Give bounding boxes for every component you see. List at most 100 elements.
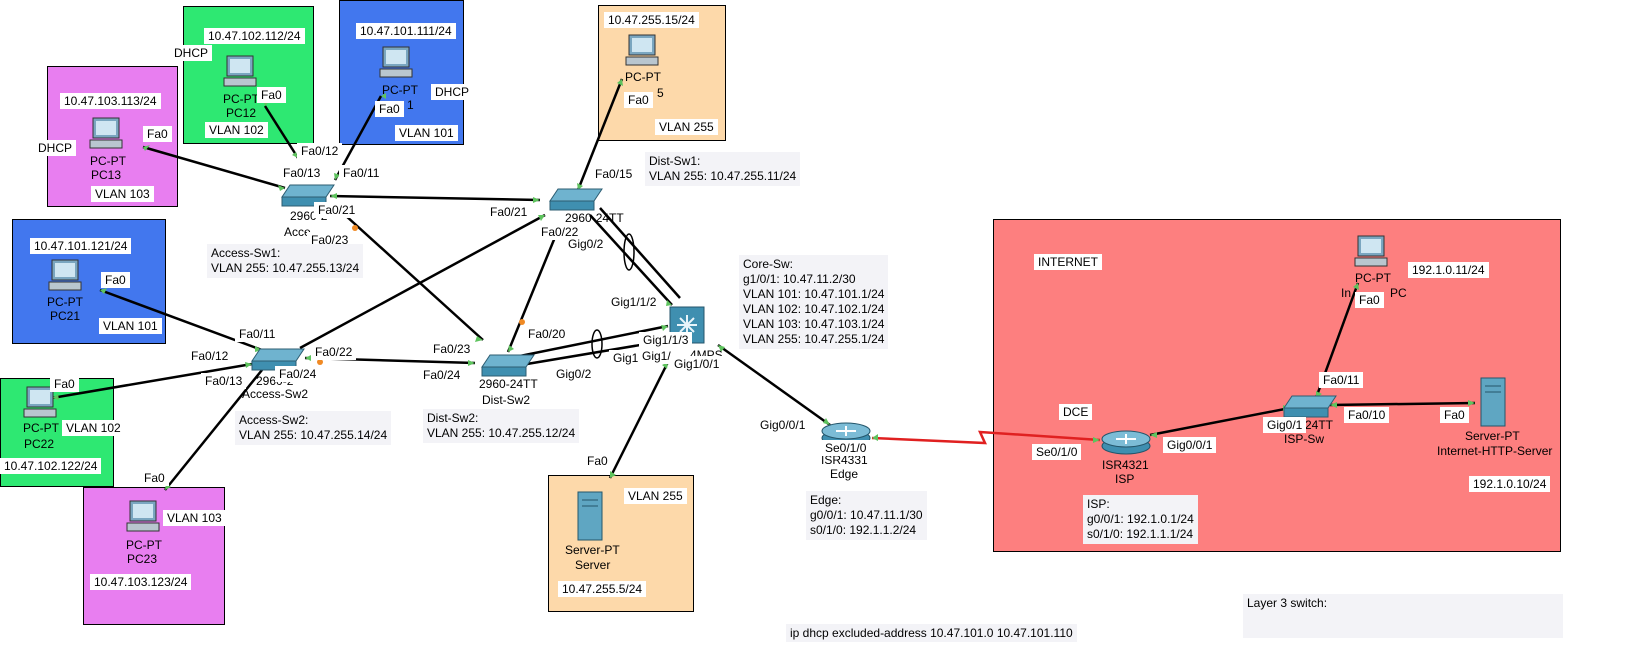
isp-sw-icon[interactable] (1282, 394, 1338, 420)
link-pc23-asw2[interactable] (164, 369, 263, 491)
note-edge-line: s0/1/0: 192.1.1.2/24 (810, 523, 917, 537)
note-core-sw-line: VLAN 101: 10.47.101.1/24 (743, 287, 885, 301)
pc13-icon[interactable] (88, 117, 124, 151)
note-access-sw1: Access-Sw1: VLAN 255: 10.47.255.13/24 (207, 244, 364, 278)
isp-router-icon[interactable] (1100, 428, 1152, 456)
pc11-name: 1 (407, 98, 414, 112)
link-pc22-asw2[interactable] (51, 362, 253, 400)
note-core-sw-line: g1/0/1: 10.47.11.2/30 (743, 272, 856, 286)
link-isp-ispsw[interactable] (1149, 406, 1291, 437)
pc21-vlan: VLAN 101 (99, 318, 162, 334)
note-edge-title: Edge: (810, 493, 842, 507)
note-dist-sw1-line: VLAN 255: 10.47.255.11/24 (649, 169, 797, 183)
note-access-sw2: Access-Sw2: VLAN 255: 10.47.255.14/24 (235, 411, 392, 445)
port-asw1-fa021: Fa0/21 (314, 202, 360, 218)
link-asw1-dsw1[interactable] (329, 194, 541, 202)
pc13-ip: 10.47.103.113/24 (60, 93, 161, 109)
pc11-ip: 10.47.101.111/24 (356, 23, 456, 39)
link-dsw2-core-a[interactable] (509, 324, 669, 360)
dist-sw1-icon[interactable] (548, 187, 604, 213)
link-asw2-dsw1[interactable] (299, 213, 546, 350)
port-asw2-fa012: Fa0/12 (187, 348, 233, 364)
note-access-sw2-line: VLAN 255: 10.47.255.14/24 (239, 428, 388, 442)
port-dsw1-fa021: Fa0/21 (486, 204, 532, 220)
note-dhcp-partial-text: ip dhcp excluded-address 10.47.101.0 10.… (790, 626, 1073, 640)
internet-pc-ip: 192.1.0.11/24 (1408, 262, 1489, 278)
note-core-sw-line: VLAN 103: 10.47.103.1/24 (743, 317, 885, 331)
internet-pc-name-left: In (1341, 286, 1352, 300)
pc15-name: 5 (657, 86, 664, 100)
pc12-type: PC-PT (223, 92, 259, 106)
internet-pc-name-right: PC (1390, 286, 1407, 300)
pc12-name: PC12 (226, 106, 257, 120)
http-server-name: Internet-HTTP-Server (1437, 444, 1553, 458)
link-pc15-dsw1[interactable] (576, 78, 624, 191)
pc23-icon[interactable] (125, 500, 161, 534)
link-edge-isp-serial[interactable] (871, 430, 1101, 445)
port-asw2-fa011: Fa0/11 (235, 326, 280, 342)
dist-sw2-icon[interactable] (480, 353, 536, 379)
pc23-type: PC-PT (126, 538, 162, 552)
access-sw1-icon[interactable] (280, 183, 336, 209)
link-pc12-asw1[interactable] (263, 105, 300, 159)
pc12-icon[interactable] (222, 55, 258, 89)
port-hsrv-fa0: Fa0 (1440, 407, 1469, 423)
internet-pc-icon[interactable] (1353, 235, 1389, 269)
port-ipc-fa0: Fa0 (1355, 292, 1384, 308)
pc13-type: PC-PT (90, 154, 126, 168)
port-core-gig11: Gig1/ (638, 348, 675, 364)
access-sw2-icon[interactable] (250, 347, 306, 373)
note-dist-sw1: Dist-Sw1: VLAN 255: 10.47.255.11/24 (645, 152, 801, 186)
port-core-gig1: Gig1 (609, 350, 643, 366)
link-pc13-asw1[interactable] (142, 145, 286, 190)
pc21-icon[interactable] (47, 259, 83, 293)
note-layer3-title: Layer 3 switch: (1247, 596, 1328, 610)
note-isp-line: s0/1/0: 192.1.1.1/24 (1087, 527, 1194, 541)
link-dsw1-dsw2[interactable] (506, 224, 562, 353)
note-core-sw-line: VLAN 102: 10.47.102.1/24 (743, 302, 885, 316)
note-isp: ISP: g0/0/1: 192.1.0.1/24 s0/1/0: 192.1.… (1083, 495, 1198, 544)
internet-server-ip: 192.1.0.10/24 (1469, 476, 1551, 492)
note-dist-sw2-line: VLAN 255: 10.47.255.12/24 (427, 426, 576, 440)
link-dsw1-core-b[interactable] (599, 207, 681, 299)
port-edge-se010: Se0/1/0 (821, 440, 871, 456)
etherchannel-dsw1-core (623, 233, 635, 271)
link-dsw1-core-a[interactable] (589, 214, 673, 306)
port-isp-se010: Se0/1/0 (1032, 444, 1082, 460)
port-ispsw-fa010: Fa0/10 (1344, 407, 1390, 423)
port-core-gig101: Gig1/0/1 (670, 356, 724, 372)
port-asw2-fa013: Fa0/13 (201, 373, 247, 389)
port-dsw2-fa024: Fa0/24 (419, 367, 465, 383)
pc15-icon[interactable] (624, 34, 660, 68)
link-core-edge[interactable] (717, 343, 831, 427)
port-dsw1-gig02: Gig0/2 (564, 236, 608, 252)
pc21-ip: 10.47.101.121/24 (30, 238, 132, 254)
link-ispsw-server[interactable] (1329, 401, 1476, 407)
port-pc11-fa0: Fa0 (375, 101, 404, 117)
port-dsw2-fa023: Fa0/23 (429, 341, 475, 357)
note-core-sw-line: VLAN 255: 10.47.255.1/24 (743, 332, 885, 346)
note-access-sw1-line: VLAN 255: 10.47.255.13/24 (211, 261, 360, 275)
http-server-icon[interactable] (1478, 376, 1508, 428)
pc22-ip: 10.47.102.122/24 (0, 458, 102, 474)
pc15-vlan: VLAN 255 (655, 119, 718, 135)
link-server-core[interactable] (608, 361, 670, 479)
link-asw1-dsw2[interactable] (344, 214, 484, 341)
pc22-icon[interactable] (22, 386, 58, 420)
isp-name: ISP (1115, 472, 1135, 486)
pc23-vlan: VLAN 103 (163, 510, 226, 526)
note-edge-line: g0/0/1: 10.47.11.1/30 (810, 508, 923, 522)
pc11-icon[interactable] (378, 46, 414, 80)
pc22-name: PC22 (24, 437, 55, 451)
pc21-type: PC-PT (47, 295, 83, 309)
pc23-ip: 10.47.103.123/24 (90, 574, 192, 590)
isp-type: ISR4321 (1102, 458, 1149, 472)
pc22-vlan: VLAN 102 (62, 420, 125, 436)
server-vlan: VLAN 255 (624, 488, 687, 504)
port-pc21-fa0: Fa0 (101, 272, 130, 288)
pc12-vlan: VLAN 102 (205, 122, 268, 138)
port-core-gig113: Gig1/1/3 (639, 332, 693, 348)
note-edge: Edge: g0/0/1: 10.47.11.1/30 s0/1/0: 192.… (806, 491, 927, 540)
server-icon[interactable] (575, 490, 605, 542)
